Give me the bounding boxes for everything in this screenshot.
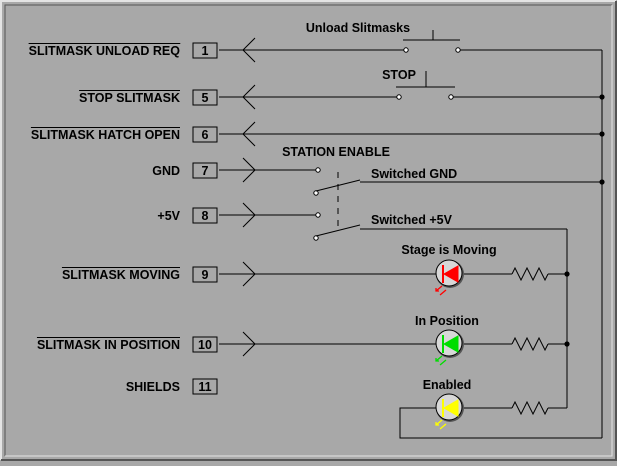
switched-gnd-label: Switched GND bbox=[371, 167, 457, 181]
pin-number-10: 10 bbox=[198, 338, 212, 352]
pin-label-hatch-open: SLITMASK HATCH OPEN bbox=[31, 128, 180, 142]
pin-number-1: 1 bbox=[202, 44, 209, 58]
pin-number-11: 11 bbox=[198, 380, 211, 394]
pin-label-stop-slitmask: STOP SLITMASK bbox=[79, 91, 180, 105]
station-enable-label: STATION ENABLE bbox=[282, 145, 390, 159]
stop-switch-contact-right bbox=[448, 94, 454, 100]
led-emission-arrow bbox=[435, 419, 443, 426]
led-emission-arrow bbox=[439, 423, 447, 430]
unload-switch-contact-left bbox=[403, 47, 409, 53]
panel-inner-edge-light bbox=[5, 5, 613, 457]
enabled-resistor bbox=[511, 400, 549, 416]
led-2 bbox=[435, 393, 464, 430]
gnd-switch-contact-bottom bbox=[313, 190, 319, 196]
junction-dot-in-position bbox=[564, 341, 570, 347]
plus5v-switch-lever bbox=[315, 224, 361, 237]
pin-box-6 bbox=[192, 126, 218, 143]
led-emission-arrow bbox=[435, 355, 443, 362]
pin-label-in-position: SLITMASK IN POSITION bbox=[37, 338, 180, 352]
led-emission-arrow bbox=[435, 285, 443, 292]
switched-5v-label: Switched +5V bbox=[371, 213, 453, 227]
pin-box-8 bbox=[192, 207, 218, 224]
pin-label-unload-req: SLITMASK UNLOAD REQ bbox=[29, 44, 181, 58]
led-diode-triangle bbox=[442, 399, 459, 417]
junction-dot-switched-gnd bbox=[599, 179, 605, 185]
junction-dot-moving bbox=[564, 271, 570, 277]
led-label-in-position: In Position bbox=[415, 314, 479, 328]
led-emission-arrowhead bbox=[435, 288, 439, 292]
pin-label-gnd: GND bbox=[152, 164, 180, 178]
led-label-stage-moving: Stage is Moving bbox=[401, 243, 496, 257]
led-label-enabled: Enabled bbox=[423, 378, 472, 392]
pin-box-7 bbox=[192, 162, 218, 179]
led-diode-triangle bbox=[442, 265, 459, 283]
pin-number-7: 7 bbox=[202, 164, 209, 178]
pin-label-moving: SLITMASK MOVING bbox=[62, 268, 180, 282]
junction-dot-stop bbox=[599, 94, 605, 100]
pin-number-8: 8 bbox=[202, 209, 209, 223]
pin-label-plus5v: +5V bbox=[157, 209, 180, 223]
plus5v-switch-contact-bottom bbox=[313, 235, 319, 241]
junction-dot-hatch bbox=[599, 131, 605, 137]
pin-number-5: 5 bbox=[202, 91, 209, 105]
gnd-switch-contact-top bbox=[315, 167, 321, 173]
pin-box-5 bbox=[192, 89, 218, 106]
unload-switch-contact-right bbox=[455, 47, 461, 53]
stop-switch-contact-left bbox=[396, 94, 402, 100]
pin-box-9 bbox=[192, 266, 218, 283]
stop-switch-label: STOP bbox=[382, 68, 416, 82]
unload-switch-label: Unload Slitmasks bbox=[306, 21, 410, 35]
pin-box-10 bbox=[192, 336, 218, 353]
moving-resistor bbox=[511, 266, 549, 282]
pin-number-6: 6 bbox=[202, 128, 209, 142]
in-position-resistor bbox=[511, 336, 549, 352]
led-emission-arrow bbox=[439, 289, 447, 296]
pin-number-9: 9 bbox=[202, 268, 209, 282]
led-0 bbox=[435, 259, 464, 296]
panel-inner-edge-dark bbox=[4, 4, 612, 456]
plus5v-switch-contact-top bbox=[315, 212, 321, 218]
led-emission-arrowhead bbox=[435, 422, 439, 426]
pin-box-11 bbox=[192, 378, 218, 395]
led-emission-arrow bbox=[439, 359, 447, 366]
led-diode-triangle bbox=[442, 335, 459, 353]
led-1 bbox=[435, 329, 464, 366]
pin-box-1 bbox=[192, 42, 218, 59]
enabled-led-return-wire bbox=[399, 407, 602, 439]
pin-label-shields: SHIELDS bbox=[126, 380, 180, 394]
led-emission-arrowhead bbox=[435, 358, 439, 362]
